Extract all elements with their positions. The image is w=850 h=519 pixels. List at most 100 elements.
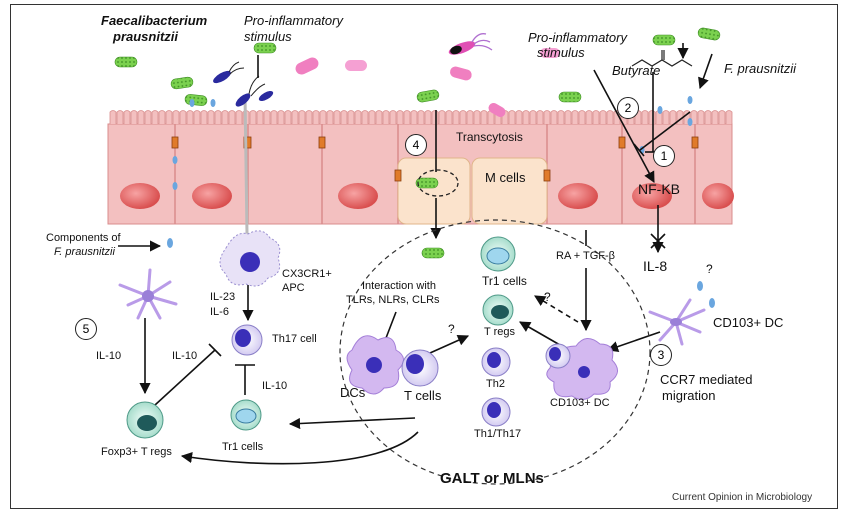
cd103-dc-outer <box>648 298 706 346</box>
f-prausnitzii-bacterium <box>253 42 277 54</box>
cd103-dc-galt <box>545 338 618 400</box>
microvillus <box>158 110 166 124</box>
microvillus <box>151 110 159 124</box>
tight-junction <box>243 136 252 149</box>
microvillus <box>578 110 586 124</box>
cd103-outer-label: CD103+ DC <box>713 315 784 330</box>
epithelium-layer <box>107 94 734 235</box>
brush-border <box>109 110 733 124</box>
microvillus <box>326 110 334 124</box>
faecalibacterium-label: Faecalibacterium <box>101 13 208 28</box>
il6-label: IL-6 <box>210 306 229 318</box>
proinflammatory-label-left-2: stimulus <box>244 29 292 44</box>
microvillus <box>445 110 453 124</box>
microvillus <box>396 110 404 124</box>
m-cell-left <box>397 157 471 225</box>
il10-label-th17: IL-10 <box>262 380 288 392</box>
microvillus <box>382 110 390 124</box>
microvillus <box>424 110 432 124</box>
microvillus <box>718 110 726 124</box>
butyrate-molecule <box>631 50 693 67</box>
microvillus <box>515 110 523 124</box>
microvillus <box>662 110 670 124</box>
microvillus <box>284 110 292 124</box>
microvillus <box>389 110 397 124</box>
th2-label: Th2 <box>486 378 505 390</box>
proinflammatory-label-right-2: stimulus <box>537 45 585 60</box>
microvillus <box>550 110 558 124</box>
microvillus <box>543 110 551 124</box>
interaction-label: Interaction with <box>362 280 436 292</box>
microvillus <box>172 110 180 124</box>
microvillus <box>256 110 264 124</box>
proinflammatory-label-left: Pro-inflammatory <box>244 13 343 28</box>
pathway-arrows <box>118 43 713 465</box>
microvillus <box>123 110 131 124</box>
microvillus <box>347 110 355 124</box>
tr1-label-top: Tr1 cells <box>482 274 527 288</box>
microvillus <box>704 110 712 124</box>
nucleus <box>338 183 378 209</box>
microvillus <box>669 110 677 124</box>
microvillus <box>137 110 145 124</box>
microvillus <box>298 110 306 124</box>
microvillus <box>557 110 565 124</box>
microvillus <box>410 110 418 124</box>
question-mark-cd103: ? <box>544 290 551 304</box>
tcells-label: T cells <box>404 388 442 403</box>
f-prausnitzii-bacterium <box>416 89 440 103</box>
f-prausnitzii-bacterium <box>170 76 194 90</box>
microvillus <box>340 110 348 124</box>
ccr7-label: CCR7 mediated <box>660 372 753 387</box>
credit-label: Current Opinion in Microbiology <box>672 492 813 503</box>
proinflammatory-label-right: Pro-inflammatory <box>528 30 627 45</box>
il10-label-left: IL-10 <box>96 350 122 362</box>
step-number-5: 5 <box>75 318 97 340</box>
th17-cell <box>231 324 263 356</box>
microvillus <box>459 110 467 124</box>
microvillus <box>312 110 320 124</box>
th2-cell <box>481 347 511 377</box>
microvillus <box>354 110 362 124</box>
microvillus <box>697 110 705 124</box>
m-cell-right <box>471 157 548 225</box>
cx3cr1-label-2: APC <box>282 282 305 294</box>
microvillus <box>375 110 383 124</box>
tr1-label-bottom: Tr1 cells <box>222 441 264 453</box>
f-prausnitzii-bacterium <box>421 247 445 259</box>
m-cells-label: M cells <box>485 170 526 185</box>
transcytosis-vesicle <box>417 169 459 197</box>
microvillus <box>207 110 215 124</box>
f-prausnitzii-bacterium <box>558 91 582 103</box>
microvillus <box>725 110 733 124</box>
step-number-2: 2 <box>617 97 639 119</box>
microvillus <box>480 110 488 124</box>
microvillus <box>592 110 600 124</box>
nucleus <box>120 183 160 209</box>
treg-cell-galt <box>482 294 514 326</box>
nfkb-label: NF-KB <box>638 181 680 197</box>
tight-junction <box>171 136 179 149</box>
blue-pathogens <box>213 61 274 107</box>
th17-label: Th17 cell <box>272 333 317 345</box>
il23-label: IL-23 <box>210 291 236 303</box>
commensal-bacteria-pink <box>295 48 560 117</box>
microvillus <box>522 110 530 124</box>
microvillus <box>228 110 236 124</box>
microvillus <box>263 110 271 124</box>
microvillus <box>333 110 341 124</box>
cd103-inner-label: CD103+ DC <box>550 397 610 409</box>
faecalibacterium-bacteria <box>114 27 721 259</box>
foxp3-label: Foxp3+ T regs <box>101 446 172 458</box>
tight-junction <box>318 136 326 149</box>
microvillus <box>368 110 376 124</box>
nucleus <box>192 183 232 209</box>
dcs-label: DCs <box>340 385 366 400</box>
microvillus <box>144 110 152 124</box>
microvillus <box>529 110 537 124</box>
microvillus <box>130 110 138 124</box>
ra-tgf-label: RA + TGF-β <box>556 250 615 262</box>
microvillus <box>200 110 208 124</box>
interaction-label-2: TLRs, NLRs, CLRs <box>346 294 440 306</box>
